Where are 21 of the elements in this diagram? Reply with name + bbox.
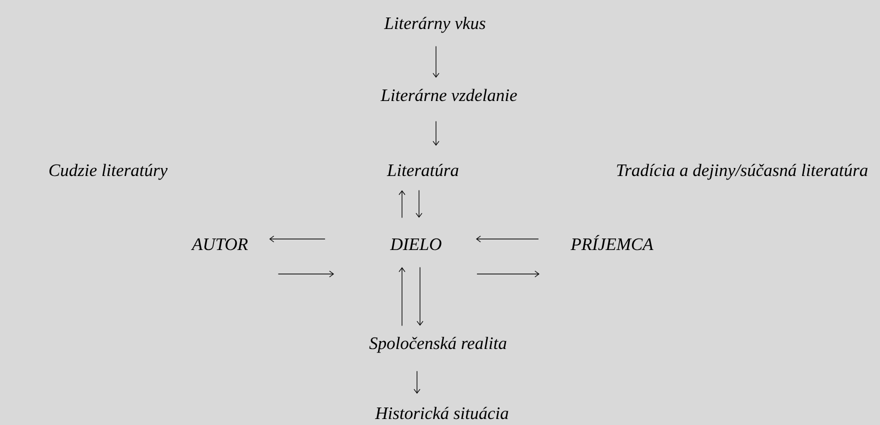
label-text: Tradícia a dejiny/súčasná literatúra [617,164,868,180]
label-text: Literárne vzdelanie [380,88,517,102]
arrow [269,236,326,242]
arrow [414,370,420,394]
label-text: DIELO [390,238,442,250]
arrow [476,236,539,242]
arrow [476,270,540,278]
label-text: PRÍJEMCA [570,234,654,250]
arrow [278,270,334,278]
arrow [432,46,440,78]
label-text: Literatúra [386,164,458,176]
label-text: Literárny vkus [384,16,486,33]
arrow [398,267,406,326]
arrow [398,190,406,218]
arrow [416,266,424,326]
label-text: AUTOR [191,238,248,250]
label-text: Spoločenská realita [369,336,506,353]
label-text: Historická situácia [374,406,508,420]
arrow [416,190,422,218]
arrow [432,120,440,146]
label-text: Cudzie literatúry [49,164,168,180]
